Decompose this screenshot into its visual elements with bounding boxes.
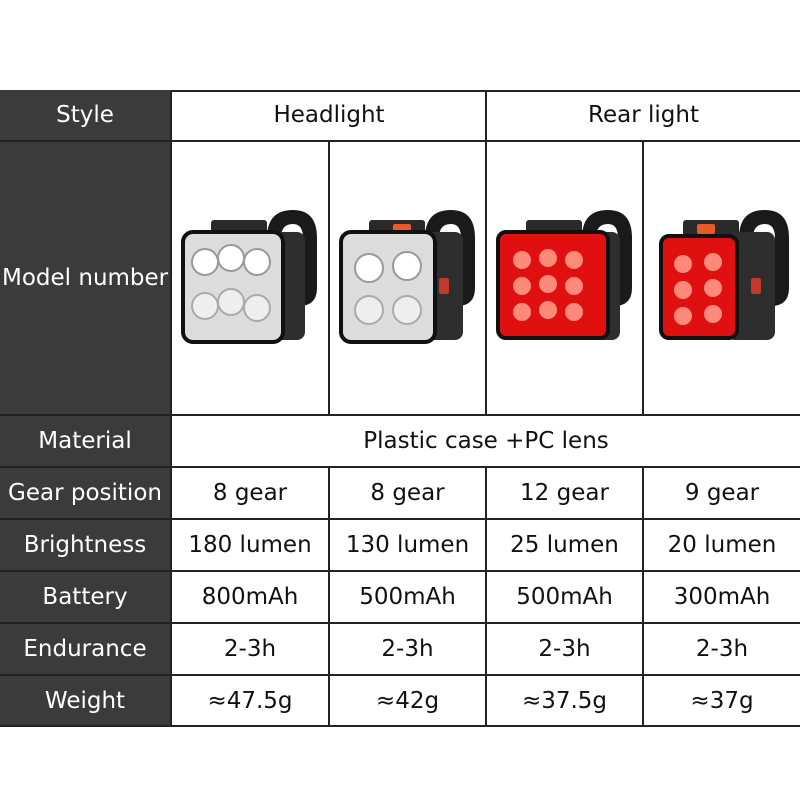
headlight-header: Headlight xyxy=(273,102,385,128)
spec-value: 2-3h xyxy=(381,636,434,662)
divider xyxy=(642,676,644,725)
rear-light-6led-icon xyxy=(659,210,789,340)
divider xyxy=(642,624,644,674)
spec-row-label: Gear position xyxy=(0,468,172,518)
divider xyxy=(328,624,330,674)
rear-light-header: Rear light xyxy=(588,102,699,128)
spec-value: ≈37.5g xyxy=(521,687,608,714)
divider xyxy=(642,572,644,622)
material-label: Material xyxy=(0,416,172,466)
spec-value: 2-3h xyxy=(538,636,591,662)
divider xyxy=(485,142,487,414)
spec-value: ≈42g xyxy=(375,687,440,714)
style-row: Style Headlight Rear light xyxy=(0,90,800,142)
spec-value: 300mAh xyxy=(673,584,771,610)
divider xyxy=(485,468,487,518)
spec-value: 130 lumen xyxy=(345,532,470,558)
spec-value: 500mAh xyxy=(359,584,456,610)
divider xyxy=(485,624,487,674)
spec-value: 12 gear xyxy=(520,480,609,506)
spec-row-label: Endurance xyxy=(0,624,172,674)
rear-light-9led-icon xyxy=(495,210,632,340)
divider xyxy=(485,572,487,622)
divider xyxy=(328,572,330,622)
spec-value: 2-3h xyxy=(223,636,277,662)
divider xyxy=(642,520,644,570)
headlight-6led-icon xyxy=(181,210,317,344)
material-value: Plastic case +PC lens xyxy=(363,428,609,454)
divider xyxy=(485,90,487,140)
material-row: Material Plastic case +PC lens xyxy=(0,416,800,468)
divider xyxy=(328,468,330,518)
spec-value: ≈37g xyxy=(690,687,754,714)
divider xyxy=(485,520,487,570)
spec-value: 800mAh xyxy=(201,584,299,610)
spec-value: 2-3h xyxy=(695,636,749,662)
product-image-4 xyxy=(644,142,800,414)
spec-value: 500mAh xyxy=(516,584,613,610)
product-image-1 xyxy=(172,142,328,414)
spec-value: 180 lumen xyxy=(188,532,312,558)
model-number-label: Model number xyxy=(0,142,172,414)
divider xyxy=(328,676,330,725)
product-image-2 xyxy=(330,142,485,414)
spec-value: 20 lumen xyxy=(667,532,777,558)
table-top-border xyxy=(0,90,800,92)
spec-row: Battery 800mAh 500mAh 500mAh 300mAh xyxy=(0,572,800,624)
spec-value: ≈47.5g xyxy=(207,687,293,714)
spec-row-label: Weight xyxy=(0,676,172,725)
divider xyxy=(328,142,330,414)
spec-row: Weight ≈47.5g ≈42g ≈37.5g ≈37g xyxy=(0,676,800,727)
product-image-3 xyxy=(487,142,642,414)
spec-row-label: Battery xyxy=(0,572,172,622)
headlight-4led-icon xyxy=(338,210,475,344)
spec-row-label: Brightness xyxy=(0,520,172,570)
spec-row: Gear position 8 gear 8 gear 12 gear 9 gear xyxy=(0,468,800,520)
spec-value: 9 gear xyxy=(684,480,760,506)
style-label: Style xyxy=(0,90,172,140)
divider xyxy=(485,676,487,725)
spec-row: Brightness 180 lumen 130 lumen 25 lumen 20 l… xyxy=(0,520,800,572)
spec-value: 8 gear xyxy=(370,480,445,506)
spec-table: Style Headlight Rear light Model number xyxy=(0,90,800,727)
model-number-row: Model number xyxy=(0,142,800,416)
spec-row: Endurance 2-3h 2-3h 2-3h 2-3h xyxy=(0,624,800,676)
divider xyxy=(642,142,644,414)
spec-value: 25 lumen xyxy=(510,532,619,558)
spec-value: 8 gear xyxy=(212,480,288,506)
divider xyxy=(328,520,330,570)
divider xyxy=(642,468,644,518)
